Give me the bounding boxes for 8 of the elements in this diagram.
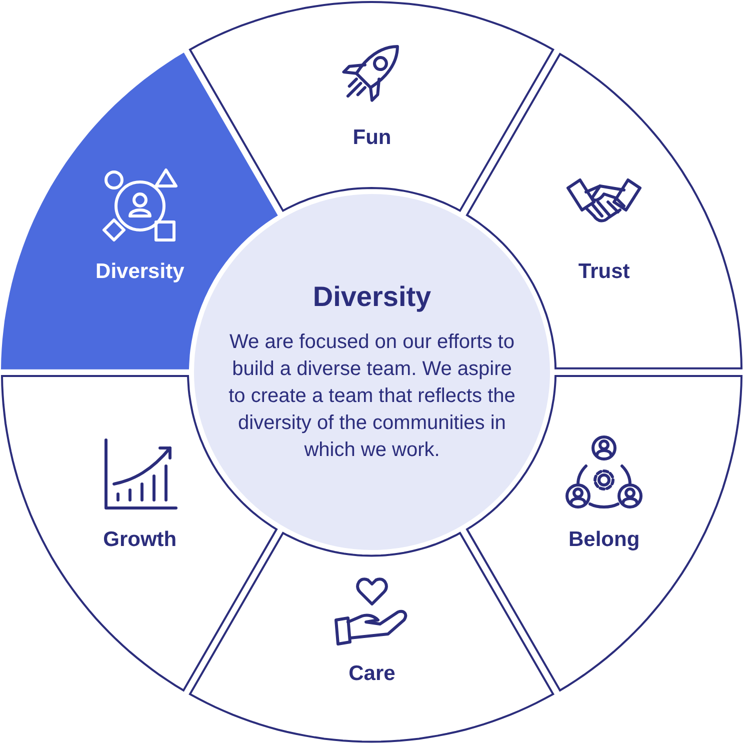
- segment-label: Care: [348, 662, 396, 686]
- segment-label: Fun: [352, 126, 392, 150]
- heading: Diversity: [312, 280, 432, 312]
- segment-label: Belong: [568, 528, 640, 552]
- description-text: We are focused on our efforts to build a diverse team. We aspire to create a team that reflects the diversity of the communities in which we work.: [228, 330, 516, 462]
- segment-label: Trust: [578, 260, 630, 284]
- segment-label: Diversity: [96, 260, 184, 284]
- segment-label: Growth: [103, 528, 177, 552]
